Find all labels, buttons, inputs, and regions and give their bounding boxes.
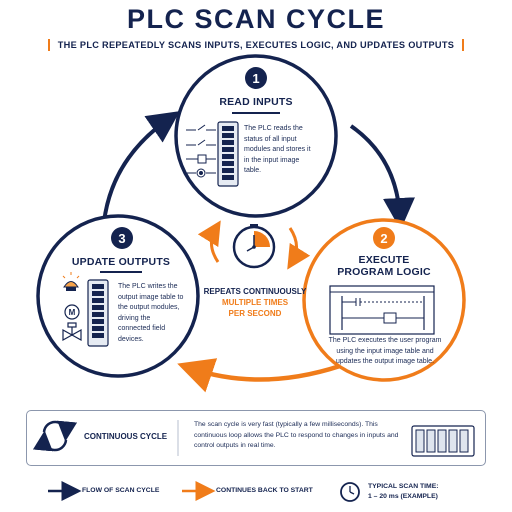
footer-label: CONTINUOUS CYCLE [84, 432, 168, 441]
center-line-2: MULTIPLE TIMES [221, 298, 289, 307]
legend-scan-time: TYPICAL SCAN TIME: 1 – 20 ms (EXAMPLE) [368, 482, 439, 502]
indicator-lamp-icon [62, 272, 80, 291]
stage-2-title-line1: EXECUTE [358, 254, 410, 266]
center-line-3: PER SECOND [228, 309, 282, 318]
footer-description: The scan cycle is very fast (typically a… [194, 421, 399, 449]
stage-1-circle [174, 54, 338, 218]
stage-1-description: The PLC reads the status of all input mo… [244, 125, 311, 174]
legend-back-label: CONTINUES BACK TO START [216, 487, 313, 494]
legend-scan-time-line1: TYPICAL SCAN TIME: [368, 483, 439, 490]
svg-text:M: M [69, 308, 76, 317]
legend-clock-icon [340, 482, 360, 502]
continuous-cycle-icon [32, 420, 78, 452]
subtitle-row: THE PLC REPEATEDLY SCANS INPUTS, EXECUTE… [14, 38, 498, 52]
stage-2-title-line2: PROGRAM LOGIC [337, 266, 431, 278]
orange-curl-right-icon [287, 227, 311, 270]
subtitle-right-bar [462, 39, 465, 51]
stage-1-title-underline [232, 112, 280, 114]
input-module-icon [217, 121, 239, 187]
stopwatch-icon [232, 224, 276, 269]
stage-2-number: 2 [380, 231, 388, 246]
stage-2-badge [373, 227, 395, 249]
stage-3-badge [111, 227, 133, 249]
valve-icon [62, 322, 82, 342]
input-switches-icon [186, 124, 216, 178]
center-message: REPEATS CONTINUOUSLY MULTIPLE TIMES PER … [190, 286, 320, 319]
motor-icon: M [64, 304, 80, 320]
center-line-1: REPEATS CONTINUOUSLY [203, 287, 307, 296]
ladder-logic-icon [329, 285, 435, 335]
plc-rack-icon [411, 425, 475, 457]
stage-1-badge [245, 67, 267, 89]
stage-3-number: 3 [118, 231, 126, 246]
stage-2-title: EXECUTE PROGRAM LOGIC [324, 254, 444, 278]
legend-scan-time-line2: 1 – 20 ms (EXAMPLE) [368, 493, 438, 500]
arrow-outputs-to-inputs [102, 111, 180, 223]
page-title: PLC SCAN CYCLE [126, 4, 385, 34]
footer-info-box [26, 410, 486, 466]
stage-1-title: READ INPUTS [219, 96, 293, 108]
stage-3-title: UPDATE OUTPUTS [71, 256, 171, 268]
arrow-logic-to-outputs [177, 358, 341, 393]
stage-3-title-underline [100, 271, 142, 273]
stage-3-description: The PLC writes the output image table to… [118, 283, 184, 343]
page-subtitle: THE PLC REPEATEDLY SCANS INPUTS, EXECUTE… [57, 40, 455, 50]
arrow-inputs-to-logic [349, 124, 415, 230]
orange-curl-left-icon [197, 220, 221, 263]
subtitle-left-bar [47, 39, 50, 51]
stage-1-number: 1 [252, 71, 260, 86]
legend-flow-label: FLOW OF SCAN CYCLE [82, 487, 160, 494]
stage-2-description: The PLC executes the user program using … [328, 337, 442, 365]
output-module-icon [87, 279, 109, 347]
